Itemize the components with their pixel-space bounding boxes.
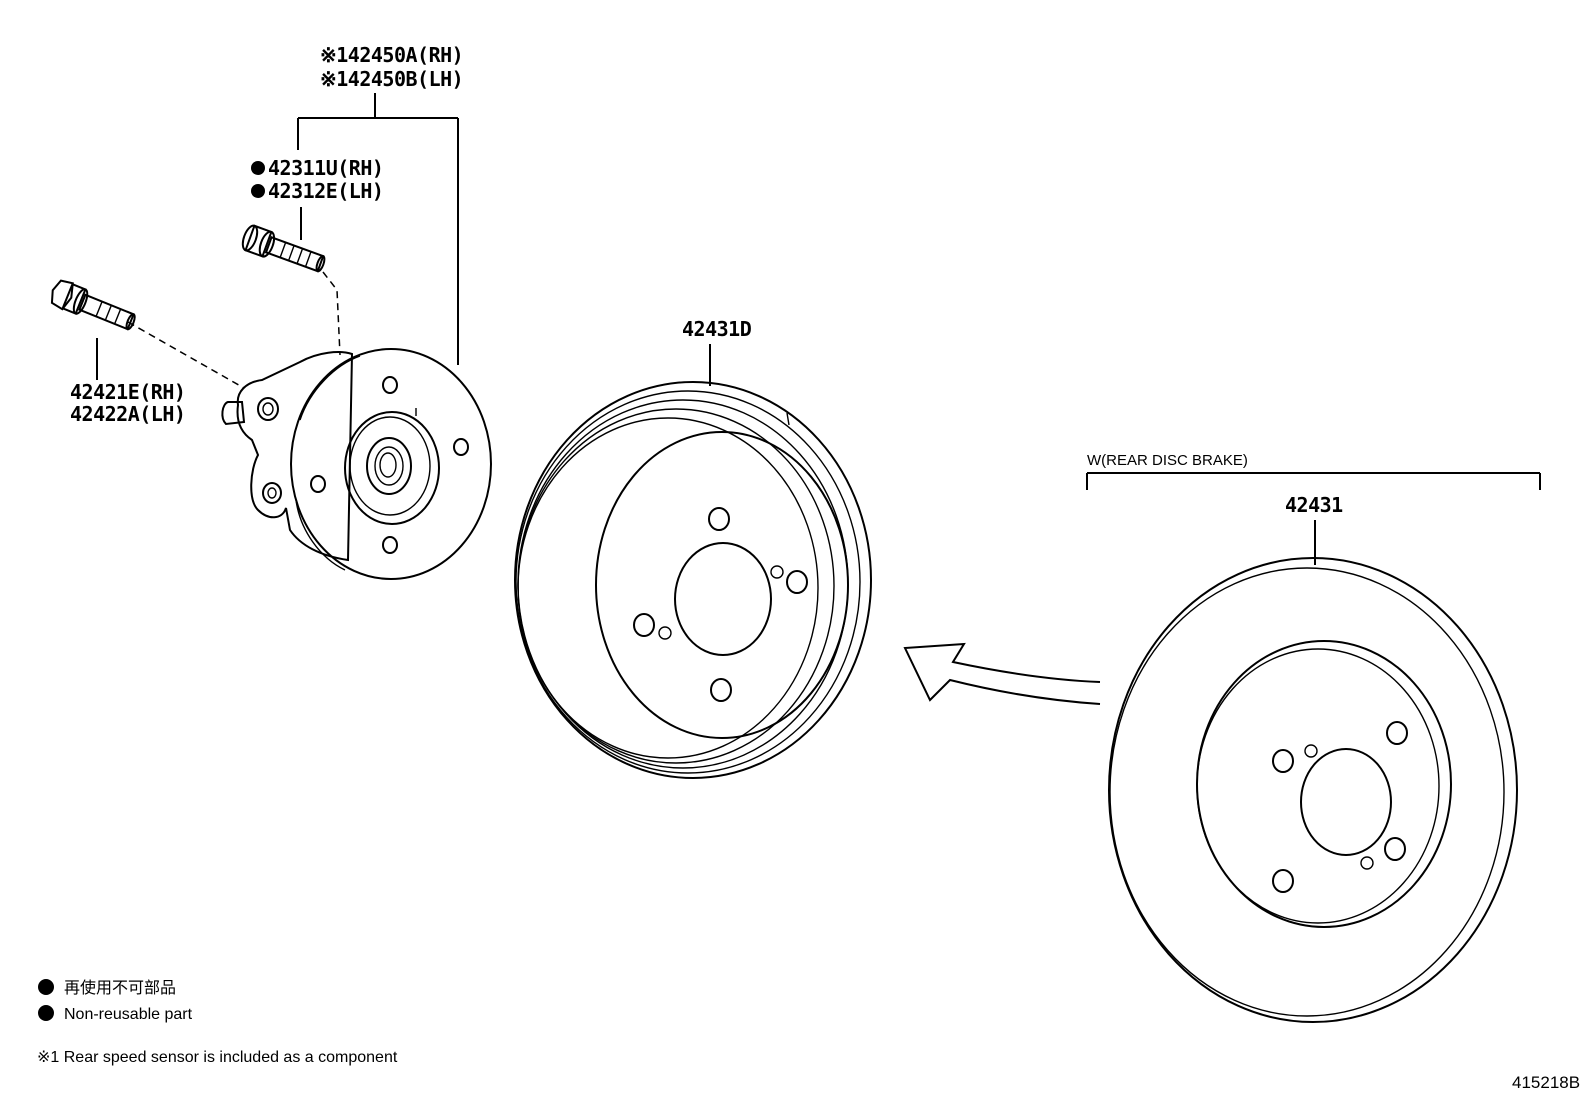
callout-bolt-rh: 42421E(RH) [70, 380, 185, 404]
mount-bolt-dashline [127, 321, 245, 389]
non-reusable-dot-icon [251, 184, 265, 198]
callout-disc: 42431 [1285, 493, 1343, 517]
legend: 再使用不可部品 Non-reusable part ※1 Rear speed … [37, 979, 398, 1066]
hub-bolt-dashline [322, 271, 341, 356]
brake-drum [514, 381, 872, 779]
callout-sensor-rh: ※142450A(RH) [320, 43, 463, 67]
callout-hub-bolt-lh: 42312E(LH) [268, 179, 383, 203]
sensor-leader [297, 93, 459, 365]
legend-non-reusable-jp: 再使用不可部品 [64, 979, 176, 997]
legend-footnote: ※1 Rear speed sensor is included as a co… [37, 1049, 398, 1066]
non-reusable-dot-icon [38, 1005, 54, 1021]
non-reusable-dot-icon [251, 161, 265, 175]
legend-non-reusable-en: Non-reusable part [64, 1006, 193, 1023]
hub-bearing-assembly [221, 348, 492, 580]
swap-arrow [903, 642, 1101, 705]
hub-bolt-part [241, 224, 326, 273]
callout-hub-bolt-rh: 42311U(RH) [268, 156, 383, 180]
callout-drum: 42431D [682, 317, 752, 341]
figure-id: 415218B [1512, 1073, 1580, 1092]
mount-bolt-part [50, 279, 136, 331]
brake-disc [1108, 557, 1518, 1023]
callout-sensor-lh: ※142450B(LH) [320, 67, 463, 91]
callout-disc-group: W(REAR DISC BRAKE) [1087, 452, 1248, 469]
disc-group-bracket [1086, 472, 1541, 490]
callout-bolt-lh: 42422A(LH) [70, 402, 185, 426]
non-reusable-dot-icon [38, 979, 54, 995]
